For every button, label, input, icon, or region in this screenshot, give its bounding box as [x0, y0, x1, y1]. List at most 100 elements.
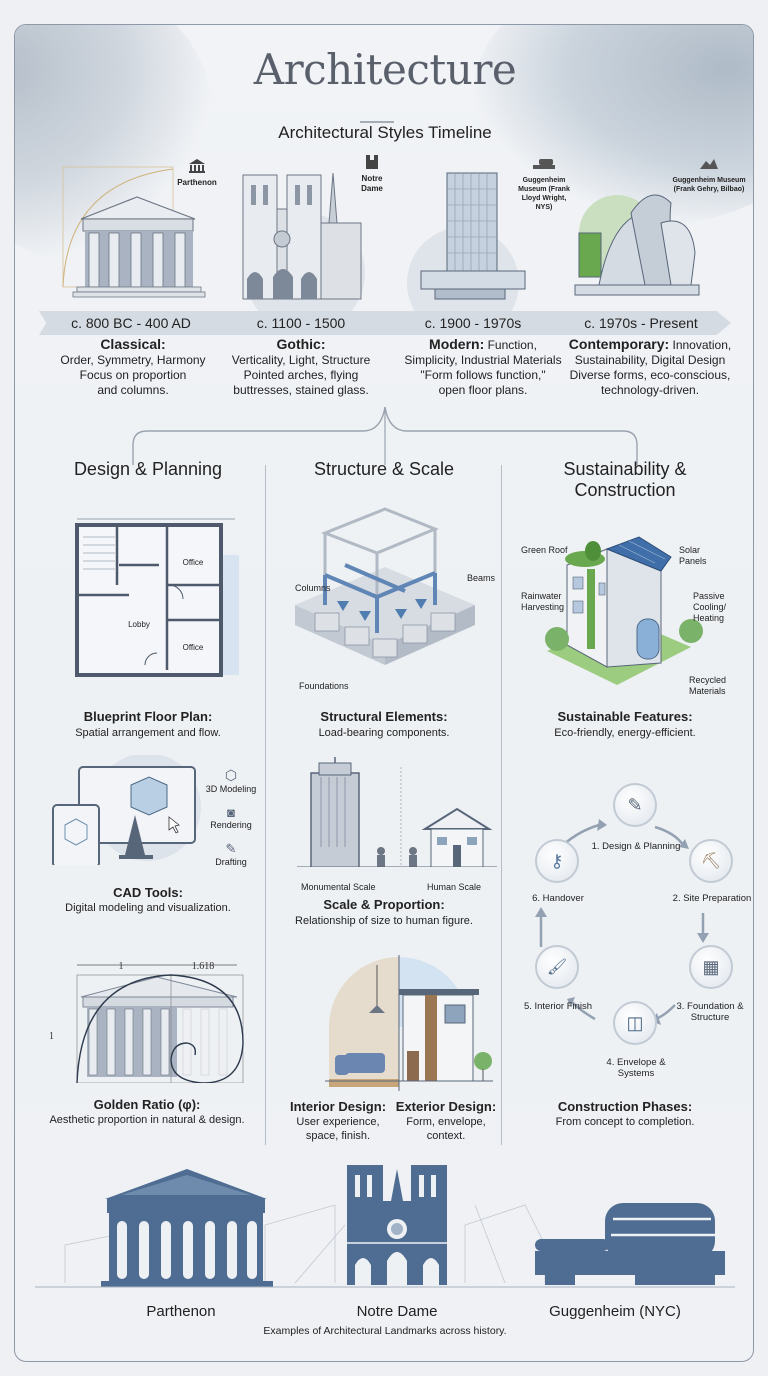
contemporary-badge: Guggenheim Museum (Frank Gehry, Bilbao) [671, 157, 747, 194]
section-brace [132, 406, 638, 465]
room-label-office-1: Office [183, 558, 204, 567]
timeline-period-gothic: c. 1100 - 1500 [207, 311, 395, 335]
floorplan-desc: Spatial arrangement and flow. [75, 727, 221, 739]
label-monumental-scale: Monumental Scale [301, 882, 376, 892]
timeline-card-classical: Parthenon [37, 153, 217, 323]
golden-dim-b: 1.618 [192, 961, 215, 972]
blueprint-pencil-icon: ✎ [627, 794, 643, 815]
label-columns: Columns [295, 583, 331, 593]
timeline-heading: Architectural Styles Timeline [278, 123, 492, 142]
page-title: Architecture [253, 45, 517, 94]
landmark-skyline [35, 1165, 735, 1288]
phase-6-icon-circle: ⚷ [535, 839, 579, 883]
label-rainwater-harvesting: Rainwater Harvesting [521, 591, 565, 612]
temple-icon [189, 159, 205, 173]
construction-phases-desc: From concept to completion. [555, 1116, 695, 1128]
bilbao-illustration [574, 194, 700, 296]
phase-2-label: 2. Site Preparation [672, 893, 752, 904]
timeline-bar: c. 800 BC - 400 AD c. 1100 - 1500 c. 190… [39, 311, 731, 335]
infographic-frame: Architecture Architectural Styles Timeli… [14, 24, 754, 1362]
scale-comparison-illustration [297, 757, 497, 867]
bilbao-icon [700, 159, 718, 169]
timeline-period-classical: c. 800 BC - 400 AD [39, 311, 223, 335]
shovel-icon: ⛏ [700, 853, 722, 870]
interior-design-title: Interior Design: [289, 1099, 387, 1114]
construction-phases-title: Construction Phases: [557, 1099, 693, 1114]
landmark-name-guggenheim: Guggenheim (NYC) [549, 1303, 681, 1320]
room-label-lobby: Lobby [128, 620, 150, 629]
label-foundations: Foundations [299, 681, 349, 691]
scale-proportion-title: Scale & Proportion: [323, 897, 445, 912]
interior-design-desc-2: space, finish. [305, 1130, 371, 1142]
timeline-period-modern: c. 1900 - 1970s [379, 311, 567, 335]
timeline-card-gothic: Notre Dame [225, 153, 397, 333]
golden-dim-h: 1 [49, 1031, 54, 1042]
guggenheim-icon [533, 159, 555, 169]
cad-desc: Digital modeling and visualization. [65, 902, 231, 914]
parthenon-badge: Parthenon [177, 159, 217, 188]
exterior-design-desc-2: context. [426, 1130, 466, 1142]
parthenon-illustration [62, 166, 206, 298]
column-divider-right [501, 465, 502, 1145]
phase-5-icon-circle: 🖌 [535, 945, 579, 989]
exterior-design-title: Exterior Design: [395, 1099, 497, 1114]
phase-1-icon-circle: ✎ [613, 783, 657, 827]
sustainable-features-title: Sustainable Features: [557, 709, 693, 724]
structural-elements-title: Structural Elements: [320, 709, 448, 724]
landmarks-caption: Examples of Architectural Landmarks acro… [263, 1325, 507, 1337]
timeline-desc-classical: Classical: Order, Symmetry, Harmony Focu… [60, 336, 206, 398]
timeline-card-modern: Guggenheim Museum (Frank Lloyd Wright, N… [407, 153, 579, 339]
cube-icon: ⬡ [224, 767, 238, 783]
pencil-ruler-icon: ✎ [225, 841, 237, 856]
golden-ratio-title: Golden Ratio (φ): [93, 1097, 201, 1112]
room-label-office-2: Office [183, 643, 204, 652]
label-beams: Beams [467, 573, 496, 583]
interior-exterior-illustration [325, 955, 493, 1091]
modern-badge: Guggenheim Museum (Frank Lloyd Wright, N… [513, 157, 575, 212]
sustainability-heading: Sustainability & Construction [563, 459, 687, 500]
camera-icon: ◙ [227, 805, 235, 820]
exterior-design-desc-1: Form, envelope, [406, 1116, 486, 1128]
label-passive-cooling: Passive Cooling/ Heating [693, 591, 727, 623]
notre-dame-badge: Notre Dame [355, 153, 389, 194]
scale-proportion-desc: Relationship of size to human figure. [295, 915, 473, 927]
label-human-scale: Human Scale [427, 882, 482, 892]
title-divider [360, 121, 394, 123]
landmark-name-parthenon: Parthenon [146, 1303, 216, 1320]
cad-tools-illustration [52, 755, 201, 865]
key-icon: ⚷ [550, 850, 564, 871]
column-divider-left [265, 465, 266, 1145]
cad-title: CAD Tools: [113, 885, 183, 900]
paintbrush-icon: 🖌 [546, 959, 568, 976]
floorplan-title: Blueprint Floor Plan: [83, 709, 213, 724]
label-recycled-materials: Recycled Materials [689, 675, 727, 696]
phase-1-label: 1. Design & Planning [591, 841, 681, 852]
structural-elements-desc: Load-bearing components. [318, 727, 450, 739]
timeline-desc-gothic: Gothic: Verticality, Light, Structure Po… [231, 336, 371, 398]
phase-3-icon-circle: ▦ [689, 945, 733, 989]
design-planning-heading: Design & Planning [73, 459, 223, 479]
phase-4-label: 4. Envelope & Systems [606, 1057, 666, 1079]
label-solar-panels: Solar Panels [679, 545, 707, 566]
timeline-period-contemporary: c. 1970s - Present [551, 311, 731, 335]
structural-frame-illustration [295, 507, 475, 665]
window-icon: ◫ [626, 1012, 644, 1033]
interior-design-desc-1: User experience, [296, 1116, 380, 1128]
phase-6-label: 6. Handover [532, 893, 584, 904]
phase-3-label: 3. Foundation & Structure [676, 1001, 744, 1023]
timeline-card-contemporary: Guggenheim Museum (Frank Gehry, Bilbao) [571, 153, 746, 323]
cad-tool-list: ⬡ 3D Modeling ◙ Rendering ✎ Drafting [201, 767, 261, 868]
structure-scale-heading: Structure & Scale [313, 459, 455, 479]
sustainable-features-desc: Eco-friendly, energy-efficient. [554, 727, 696, 739]
green-building-illustration [545, 536, 703, 685]
timeline-desc-contemporary: Contemporary: Innovation, Sustainability… [568, 336, 732, 398]
cathedral-icon [366, 155, 378, 169]
phase-4-icon-circle: ◫ [613, 1001, 657, 1045]
landmark-name-notre-dame: Notre Dame [356, 1303, 438, 1320]
notre-dame-illustration [242, 172, 365, 333]
golden-dim-a: 1 [119, 961, 124, 972]
timeline-desc-modern: Modern: Function, Simplicity, Industrial… [404, 336, 562, 398]
phase-5-label: 5. Interior Finish [523, 1001, 593, 1012]
golden-ratio-illustration: 1 1.618 1 [49, 961, 244, 1083]
label-green-roof: Green Roof [521, 545, 568, 555]
